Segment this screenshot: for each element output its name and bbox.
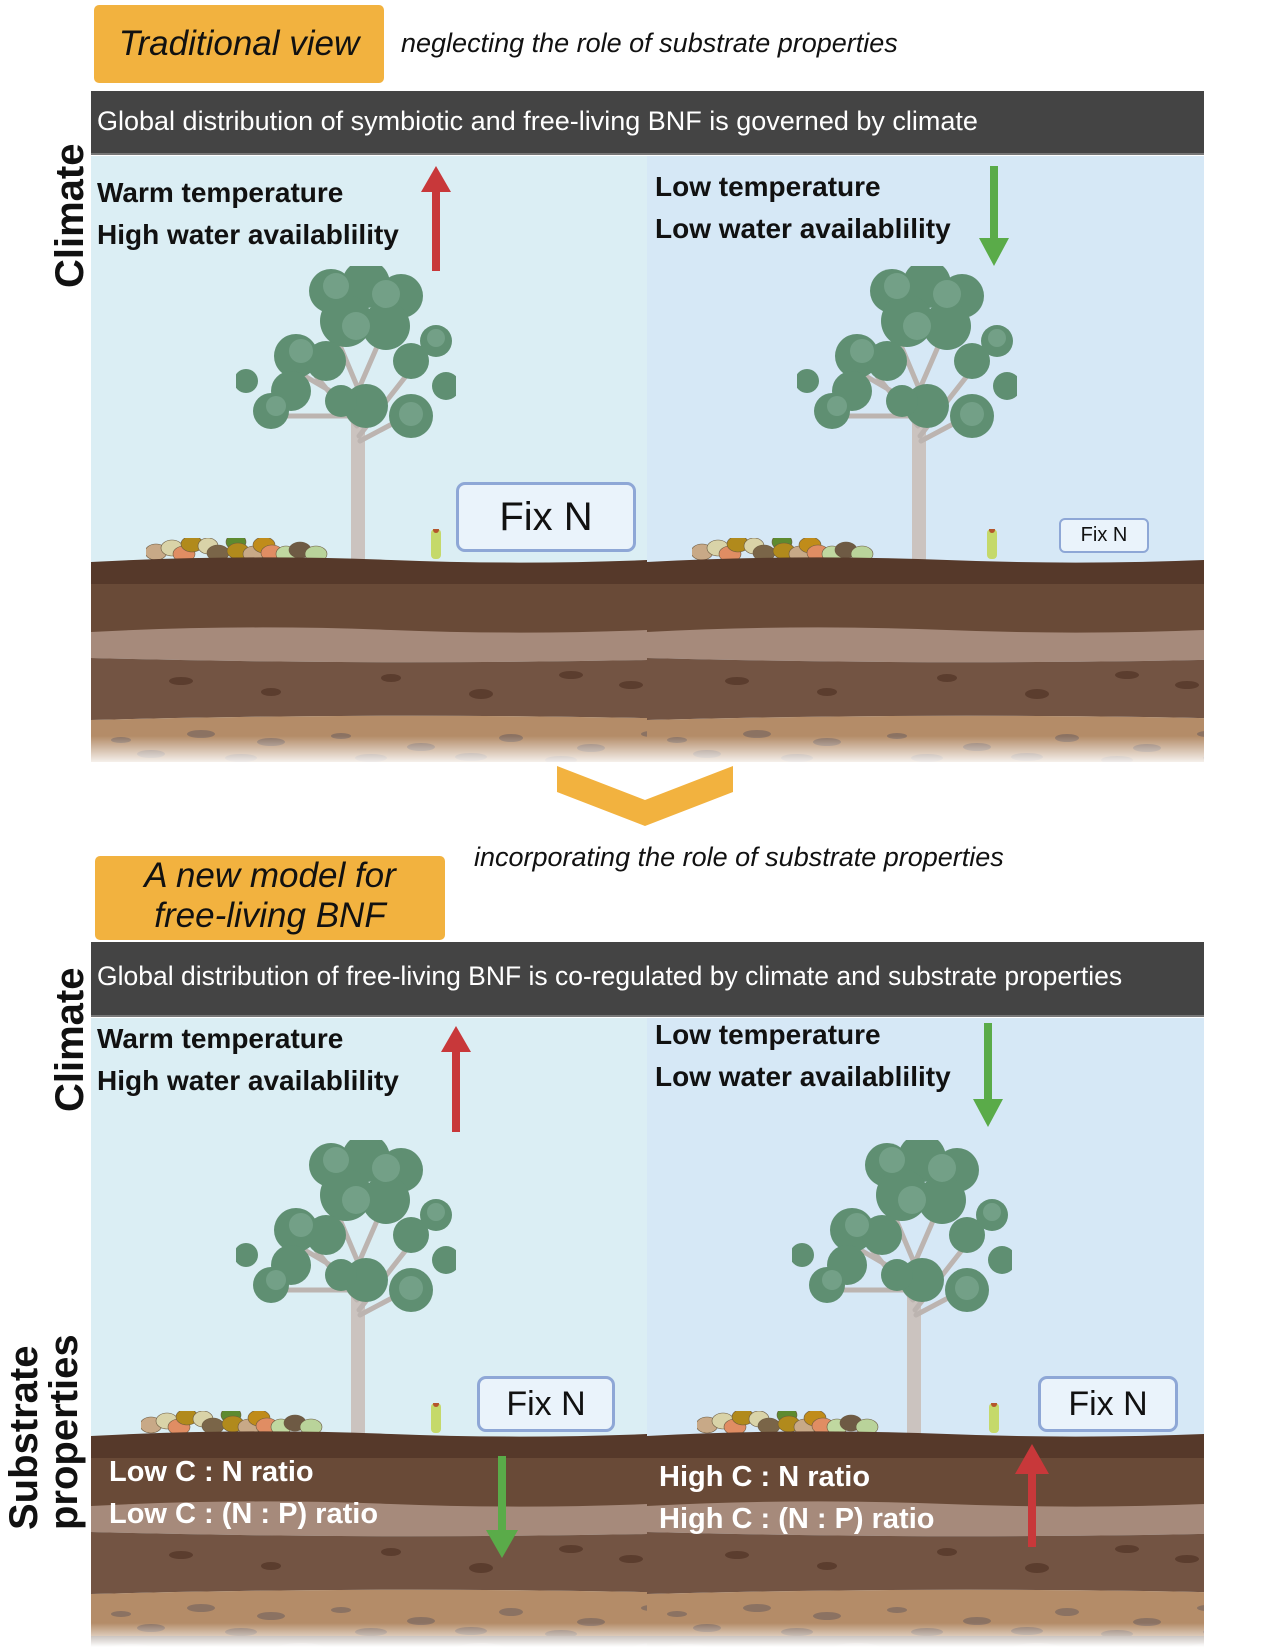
fix-n-badge: Fix N [477, 1376, 615, 1432]
top-banner: Global distribution of symbiotic and fre… [91, 91, 1204, 155]
side-label-substrate-line: properties [42, 1334, 86, 1530]
side-label-substrate: Substrate properties [2, 1334, 86, 1531]
substrate-line: Low C : N ratio [109, 1456, 314, 1488]
side-label-climate-bottom: Climate [48, 967, 92, 1113]
top-right-panel: Low temperature Low water availablility … [647, 156, 1204, 762]
climate-line: Low temperature [655, 1019, 881, 1050]
side-label-substrate-line: Substrate [2, 1345, 46, 1531]
fix-n-badge: Fix N [456, 482, 636, 552]
tree-icon [236, 1140, 456, 1440]
top-left-panel: Warm temperature High water availablilit… [91, 156, 647, 762]
soil-layers [647, 557, 1204, 762]
arrow-up-icon [421, 166, 451, 271]
bottom-left-climate-text: Warm temperature High water availablilit… [97, 1018, 399, 1102]
top-right-climate-text: Low temperature Low water availablility [655, 166, 951, 250]
new-model-subtitle: incorporating the role of substrate prop… [474, 842, 1004, 872]
side-label-climate-top: Climate [48, 143, 92, 289]
climate-line: Low temperature [655, 171, 881, 202]
bottom-right-climate-text: Low temperature Low water availablility [655, 1018, 951, 1098]
fix-n-badge-small: Fix N [1059, 518, 1149, 553]
soil-layers [91, 557, 647, 762]
substrate-line: High C : N ratio [659, 1461, 871, 1493]
arrow-down-icon [486, 1456, 518, 1558]
tree-icon [797, 266, 1017, 566]
bottom-right-panel: Low temperature Low water availablility … [647, 1018, 1204, 1647]
substrate-line: Low C : (N : P) ratio [109, 1498, 379, 1530]
arrow-up-icon [1015, 1444, 1049, 1547]
bottom-left-substrate-text: Low C : N ratio Low C : (N : P) ratio [109, 1451, 378, 1535]
traditional-view-tag: Traditional view [94, 5, 384, 83]
new-model-tag-line: A new model for [144, 856, 396, 895]
climate-line: Warm temperature [97, 1023, 344, 1054]
bottom-right-substrate-text: High C : N ratio High C : (N : P) ratio [659, 1456, 934, 1540]
arrow-down-icon [973, 1023, 1003, 1127]
chevron-down-icon [557, 766, 733, 826]
substrate-line: High C : (N : P) ratio [659, 1503, 935, 1535]
tree-icon [236, 266, 456, 566]
traditional-view-subtitle: neglecting the role of substrate propert… [401, 28, 898, 58]
climate-line: Warm temperature [97, 177, 344, 208]
climate-line: Low water availablility [655, 1061, 951, 1092]
tree-icon [792, 1140, 1012, 1440]
bottom-banner: Global distribution of free-living BNF i… [91, 942, 1204, 1017]
climate-line: High water availablility [97, 1065, 399, 1096]
climate-line: Low water availablility [655, 213, 951, 244]
climate-line: High water availablility [97, 219, 399, 250]
new-model-tag-line: free-living BNF [154, 896, 386, 935]
bottom-left-panel: Warm temperature High water availablilit… [91, 1018, 647, 1647]
fix-n-badge: Fix N [1038, 1376, 1178, 1432]
new-model-tag: A new model for free-living BNF [95, 856, 445, 940]
top-left-climate-text: Warm temperature High water availablilit… [97, 172, 399, 256]
arrow-up-icon [441, 1026, 471, 1132]
arrow-down-icon [979, 166, 1009, 266]
